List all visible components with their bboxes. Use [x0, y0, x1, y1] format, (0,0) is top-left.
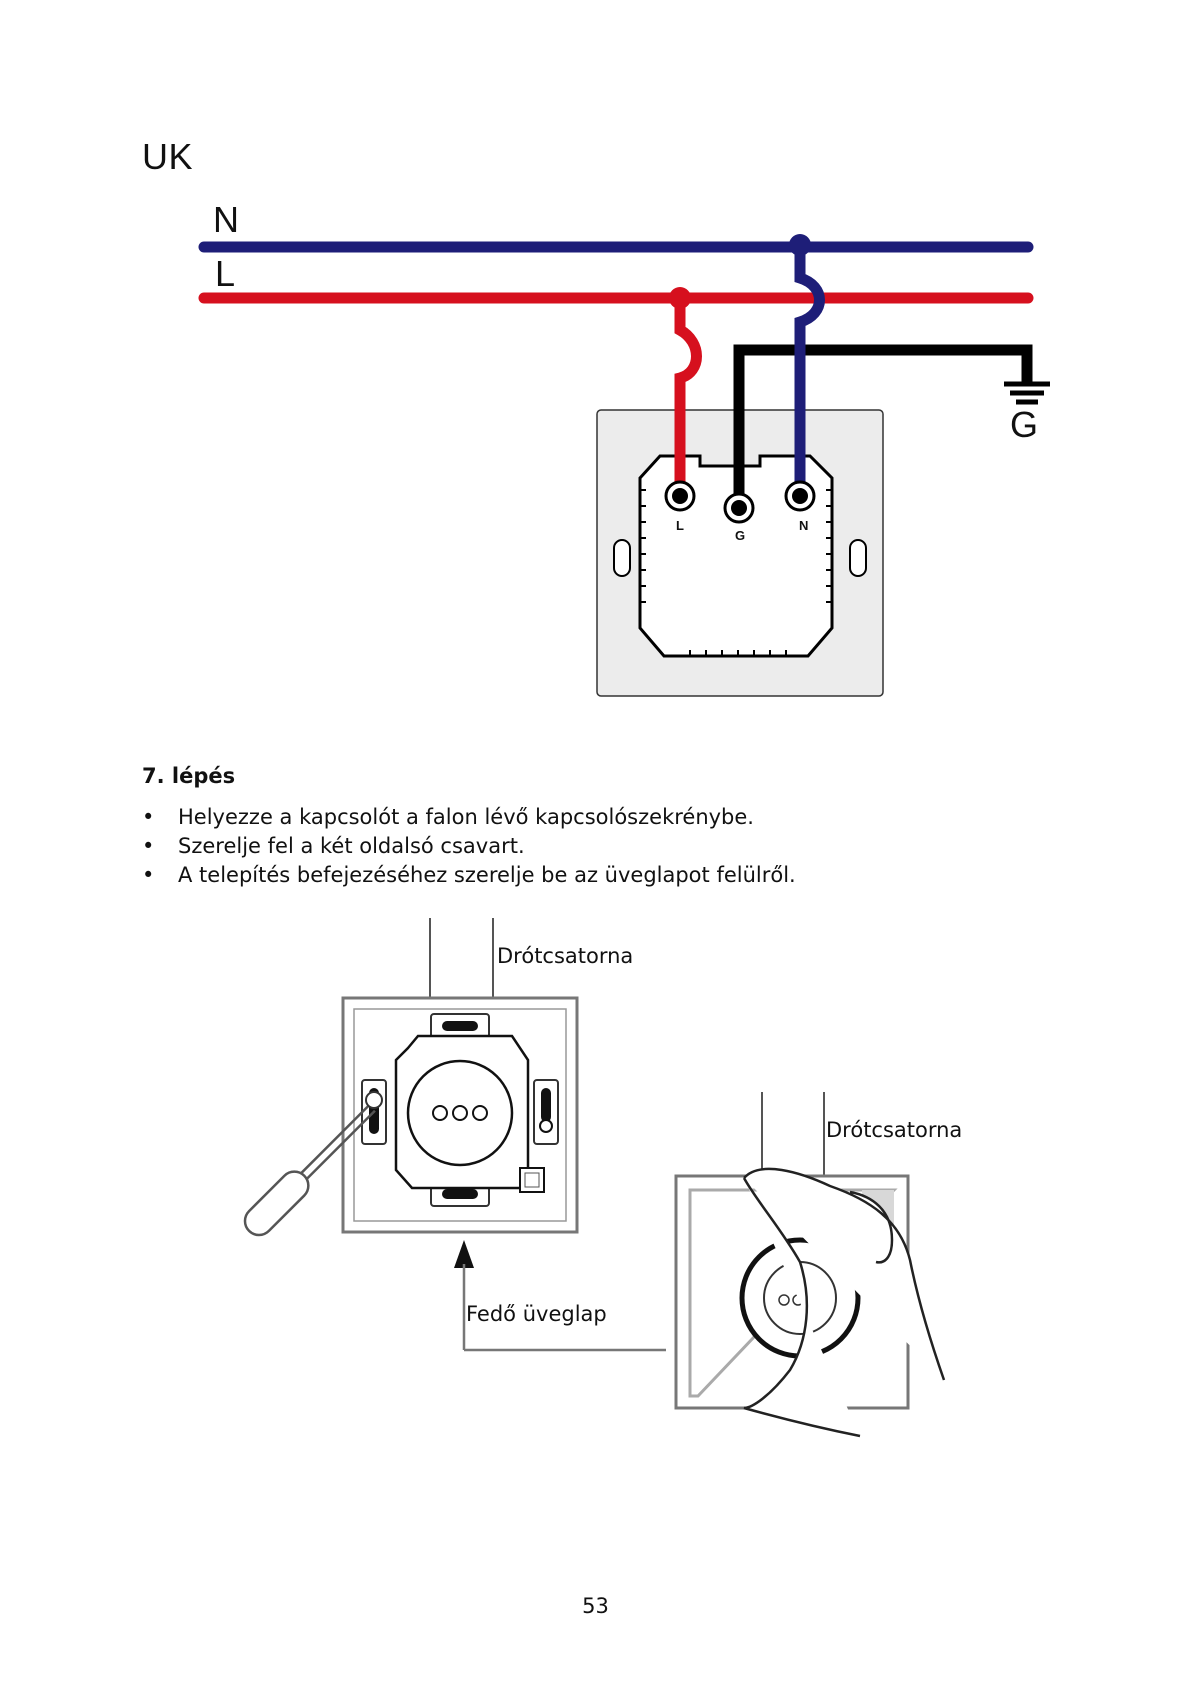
terminal-label-ground: G: [735, 528, 745, 543]
terminal-neutral: [786, 482, 814, 510]
instruction-item: A telepítés befejezéséhez szerelje be az…: [142, 861, 1042, 890]
step-instructions: Helyezze a kapcsolót a falon lévő kapcso…: [142, 803, 1042, 890]
wire-channel-label-left: Drótcsatorna: [497, 944, 633, 968]
instruction-item: Helyezze a kapcsolót a falon lévő kapcso…: [142, 803, 1042, 832]
instruction-item: Szerelje fel a két oldalsó csavart.: [142, 832, 1042, 861]
left-screw-slot: [614, 540, 630, 576]
step-title: 7. lépés: [142, 764, 235, 788]
terminal-live: [666, 482, 694, 510]
live-line-label: L: [215, 253, 235, 294]
neutral-line-label: N: [213, 199, 239, 240]
terminal-label-live: L: [676, 518, 684, 533]
ground-symbol-icon: [1004, 384, 1050, 402]
ground-label: G: [1010, 404, 1038, 445]
page-number: 53: [0, 1594, 1191, 1618]
up-arrow-icon: [454, 1240, 666, 1350]
wire-channel-label-right: Drótcsatorna: [826, 1118, 962, 1142]
right-screw-slot: [850, 540, 866, 576]
terminal-ground: [725, 494, 753, 522]
cover-glass-label: Fedő üveglap: [466, 1302, 607, 1326]
terminal-label-neutral: N: [799, 518, 808, 533]
